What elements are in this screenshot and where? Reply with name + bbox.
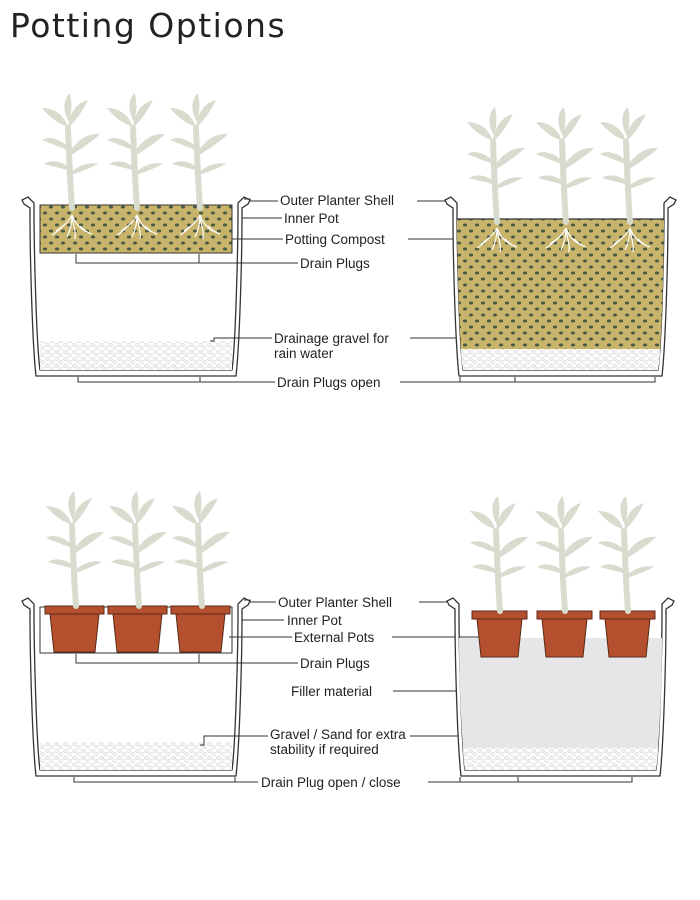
bottom-right-leaders (392, 601, 633, 783)
plant-2 (109, 491, 167, 606)
plant-1 (470, 496, 528, 611)
label-outer-shell-2: Outer Planter Shell (278, 595, 392, 610)
label-inner-pot-2: Inner Pot (287, 613, 342, 628)
bottom-left-leaders (73, 599, 298, 783)
label-drain-plug-open-close: Drain Plug open / close (261, 775, 401, 790)
label-gravel-sand-1: Gravel / Sand for extra (270, 727, 406, 742)
gravel-layer (463, 748, 658, 770)
outer-planter-shell (21, 196, 251, 377)
inner-pot-compost (39, 204, 233, 254)
filler-material-fill (459, 638, 662, 748)
external-pot-2 (536, 610, 593, 658)
label-drainage-gravel-1: Drainage gravel for (274, 331, 389, 346)
planter-bottom-right (446, 496, 675, 777)
gravel-layer (461, 349, 660, 370)
plant-1 (46, 491, 104, 606)
label-gravel-sand-2: stability if required (270, 742, 379, 757)
gravel-layer (40, 742, 232, 770)
external-pot-2 (107, 605, 168, 653)
planter-bottom-left (21, 491, 251, 777)
planter-top-left (21, 93, 251, 377)
label-potting-compost: Potting Compost (285, 232, 385, 247)
label-inner-pot: Inner Pot (284, 211, 339, 226)
label-drain-plugs-2: Drain Plugs (300, 656, 370, 671)
gravel-layer (40, 341, 232, 370)
label-external-pots: External Pots (294, 630, 375, 645)
plant-2 (535, 496, 593, 611)
label-filler-material: Filler material (291, 684, 372, 699)
label-drain-plugs: Drain Plugs (300, 256, 370, 271)
label-drainage-gravel-2: rain water (274, 346, 334, 361)
outer-planter-shell (21, 597, 251, 777)
label-outer-shell: Outer Planter Shell (280, 193, 394, 208)
external-pot-3 (599, 610, 656, 658)
external-pot-3 (170, 605, 231, 653)
external-pot-1 (44, 605, 105, 653)
plant-3 (172, 491, 230, 606)
external-pot-1 (471, 610, 528, 658)
plant-3 (598, 496, 656, 611)
label-drain-plugs-open: Drain Plugs open (277, 375, 381, 390)
page-title: Potting Options (10, 6, 287, 45)
potting-compost-fill (457, 219, 664, 349)
planter-top-right (444, 107, 677, 377)
top-left-leaders (75, 198, 298, 383)
